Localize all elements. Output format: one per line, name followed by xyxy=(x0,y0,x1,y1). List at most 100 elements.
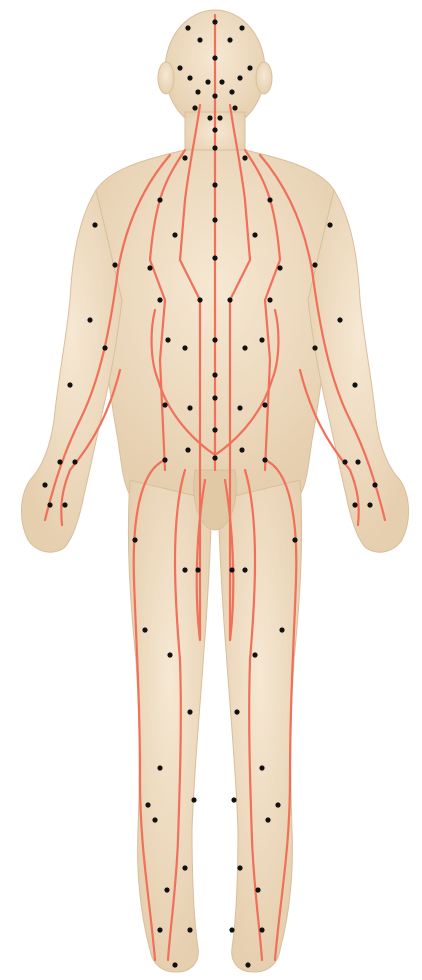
acupoint-dot xyxy=(145,802,150,807)
acupoint-dot xyxy=(172,962,177,967)
acupoint-dot xyxy=(279,627,284,632)
acupoint-dot xyxy=(292,537,297,542)
acupoint-dot xyxy=(245,962,250,967)
acupoint-dot xyxy=(157,197,162,202)
acupoint-dot xyxy=(327,222,332,227)
acupoint-dot xyxy=(255,887,260,892)
acupoint-dot xyxy=(197,37,202,42)
acupoint-dot xyxy=(312,345,317,350)
acupoint-dot xyxy=(152,817,157,822)
acupoint-dot xyxy=(367,502,372,507)
acupoint-dot xyxy=(87,317,92,322)
acupoint-dot xyxy=(157,927,162,932)
acupoint-dot xyxy=(187,709,192,714)
acupoint-dot xyxy=(164,887,169,892)
acupoint-dot xyxy=(259,765,264,770)
acupoint-dot xyxy=(227,37,232,42)
acupoint-dot xyxy=(182,155,187,160)
acupoint-dot xyxy=(242,155,247,160)
left-arm xyxy=(21,190,122,552)
acupoint-dot xyxy=(187,927,192,932)
acupoint-dot xyxy=(219,79,224,84)
acupoint-dot xyxy=(212,145,217,150)
acupoint-dot xyxy=(187,405,192,410)
acupoint-dot xyxy=(157,297,162,302)
right-ear xyxy=(256,62,272,94)
acupoint-dot xyxy=(207,115,212,120)
acupoint-dot xyxy=(62,502,67,507)
acupoint-dot xyxy=(162,402,167,407)
acupoint-dot xyxy=(212,19,217,24)
acupoint-dot xyxy=(242,345,247,350)
acupoint-dot xyxy=(147,265,152,270)
acupoint-dot xyxy=(229,927,234,932)
acupoint-dot xyxy=(212,127,217,132)
acupoint-dot xyxy=(352,502,357,507)
acupoint-dot xyxy=(182,865,187,870)
acupoint-dot xyxy=(165,337,170,342)
acupoint-dot xyxy=(277,265,282,270)
acupoint-dot xyxy=(217,115,222,120)
acupoint-dot xyxy=(195,567,200,572)
acupoint-dot xyxy=(212,455,217,460)
acupoint-dot xyxy=(337,317,342,322)
acupoint-dot xyxy=(372,482,377,487)
acupoint-dot xyxy=(232,105,237,110)
acupoint-dot xyxy=(239,447,244,452)
left-ear xyxy=(158,62,174,94)
acupoint-dot xyxy=(177,65,182,70)
acupoint-dot xyxy=(227,297,232,302)
acupoint-dot xyxy=(267,197,272,202)
acupoint-dot xyxy=(212,427,217,432)
acupoint-dot xyxy=(265,817,270,822)
acupoint-dot xyxy=(312,262,317,267)
acupoint-dot xyxy=(267,297,272,302)
acupoint-dot xyxy=(259,927,264,932)
acupoint-dot xyxy=(192,105,197,110)
acupoint-dot xyxy=(212,372,217,377)
acupoint-dot xyxy=(182,567,187,572)
acupoint-dot xyxy=(212,255,217,260)
acupoint-dot xyxy=(197,297,202,302)
acupoint-dot xyxy=(142,627,147,632)
acupoint-dot xyxy=(132,537,137,542)
acupoint-dot xyxy=(191,797,196,802)
acupoint-dot xyxy=(47,502,52,507)
acupoint-dot xyxy=(237,405,242,410)
acupoint-dot xyxy=(262,402,267,407)
acupoint-dot xyxy=(72,459,77,464)
acupoint-dot xyxy=(212,55,217,60)
acupoint-dot xyxy=(205,79,210,84)
acupoint-dot xyxy=(259,337,264,342)
acupoint-dot xyxy=(185,25,190,30)
acupoint-dot xyxy=(212,182,217,187)
acupoint-dot xyxy=(172,232,177,237)
acupoint-dot xyxy=(237,865,242,870)
acupoint-dot xyxy=(242,567,247,572)
acupoint-dot xyxy=(355,459,360,464)
acupoint-dot xyxy=(212,93,217,98)
acupoint-dot xyxy=(157,765,162,770)
acupoint-dot xyxy=(182,345,187,350)
acupoint-dot xyxy=(234,709,239,714)
acupoint-dot xyxy=(195,89,200,94)
acupoint-dot xyxy=(342,459,347,464)
acupoint-dot xyxy=(231,797,236,802)
acupoint-dot xyxy=(352,382,357,387)
acupoint-dot xyxy=(212,217,217,222)
acupoint-dot xyxy=(42,482,47,487)
acupoint-dot xyxy=(185,447,190,452)
acupoint-dot xyxy=(229,89,234,94)
acupoint-dot xyxy=(167,652,172,657)
acupoint-dot xyxy=(57,459,62,464)
acupoint-dot xyxy=(239,25,244,30)
acupoint-dot xyxy=(212,337,217,342)
acupoint-dot xyxy=(252,652,257,657)
acupoint-dot xyxy=(275,802,280,807)
acupoint-dot xyxy=(162,457,167,462)
acupoint-dot xyxy=(112,262,117,267)
acupoint-dot xyxy=(92,222,97,227)
acupoint-dot xyxy=(247,65,252,70)
